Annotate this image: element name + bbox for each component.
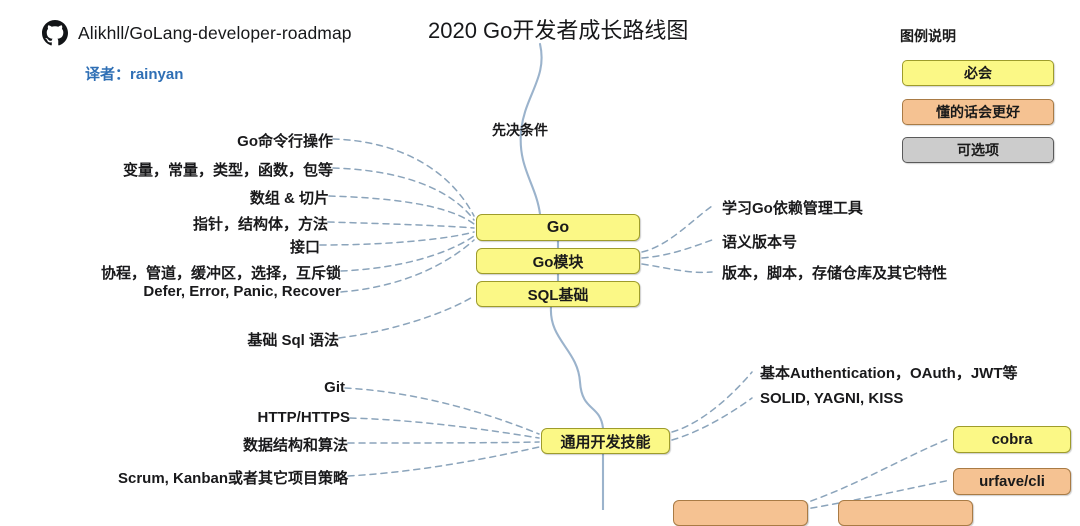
leaf-skill-left-2: HTTP/HTTPS <box>257 409 351 426</box>
node-urfave-cli-label: urfave/cli <box>979 473 1045 490</box>
leaf-go-topic-1: Go命令行操作 <box>237 133 333 150</box>
leaf-go-topic-3: 数组 & 切片 <box>249 190 329 207</box>
node-go-modules-label: Go模块 <box>532 253 584 271</box>
page-title: 2020 Go开发者成长路线图 <box>428 18 689 43</box>
leaf-skill-left-1: Git <box>324 379 345 396</box>
dash-skill-l3 <box>347 441 540 444</box>
legend-item-nice-to-have-label: 懂的话会更好 <box>936 104 1020 120</box>
leaf-skill-left-4: Scrum, Kanban或者其它项目策略 <box>117 470 348 487</box>
node-go[interactable]: Go <box>476 214 640 241</box>
leaf-go-topic-2: 变量，常量，类型，函数，包等 <box>122 162 333 179</box>
node-clipped-a[interactable] <box>673 500 808 526</box>
dash-go-7 <box>340 239 475 293</box>
repo-header: Alikhll/GoLang-developer-roadmap <box>42 20 352 46</box>
prerequisite-label: 先决条件 <box>492 122 548 138</box>
leaf-skill-right-1: 基本Authentication，OAuth，JWT等 <box>760 365 1018 382</box>
dash-gomod-r3 <box>641 263 713 274</box>
dash-gomod-r2 <box>641 239 713 259</box>
legend-item-required-label: 必会 <box>964 65 992 81</box>
node-general-dev-skills[interactable]: 通用开发技能 <box>541 428 670 454</box>
node-cobra-label: cobra <box>991 431 1033 448</box>
dash-go-5 <box>319 231 475 246</box>
leaf-gomod-topic-3: 版本，脚本，存储仓库及其它特性 <box>722 265 948 282</box>
legend-title: 图例说明 <box>900 28 956 44</box>
node-sql-basics[interactable]: SQL基础 <box>476 281 640 307</box>
node-go-label: Go <box>546 218 570 236</box>
node-go-modules[interactable]: Go模块 <box>476 248 640 274</box>
node-general-dev-skills-label: 通用开发技能 <box>560 433 651 451</box>
legend-item-optional-label: 可选项 <box>957 142 999 158</box>
legend-item-optional: 可选项 <box>902 137 1054 163</box>
leaf-go-topic-7: Defer, Error, Panic, Recover <box>143 283 341 300</box>
legend-item-required: 必会 <box>902 60 1054 86</box>
repo-name[interactable]: Alikhll/GoLang-developer-roadmap <box>78 22 352 43</box>
dash-go-2 <box>332 167 475 221</box>
dash-sql-1 <box>338 295 475 339</box>
node-sql-basics-label: SQL基础 <box>527 286 589 304</box>
node-urfave-cli[interactable]: urfave/cli <box>953 468 1071 495</box>
leaf-sql-topic-1: 基础 Sql 语法 <box>247 332 339 349</box>
dash-skill-l1 <box>344 387 540 435</box>
dash-skill-l2 <box>349 417 540 439</box>
legend-item-nice-to-have: 懂的话会更好 <box>902 99 1054 125</box>
leaf-skill-left-3: 数据结构和算法 <box>242 437 348 454</box>
node-cobra[interactable]: cobra <box>953 426 1071 453</box>
leaf-skill-right-2: SOLID, YAGNI, KISS <box>760 390 904 407</box>
leaf-gomod-topic-1: 学习Go依赖管理工具 <box>722 200 863 217</box>
dash-skill-r1 <box>671 371 753 433</box>
github-icon <box>42 20 68 46</box>
node-clipped-b[interactable] <box>838 500 973 526</box>
roadmap-canvas: Alikhll/GoLang-developer-roadmap 译者：rain… <box>42 18 1071 526</box>
dash-go-1 <box>332 138 475 217</box>
leaf-go-topic-6: 协程，管道，缓冲区，选择，互斥锁 <box>100 265 341 282</box>
dash-go-3 <box>328 195 475 225</box>
dash-go-6 <box>340 235 475 272</box>
translator-credit[interactable]: 译者：rainyan <box>85 66 184 83</box>
leaf-go-topic-5: 接口 <box>289 239 320 256</box>
spine-sql-skills <box>549 305 605 430</box>
dash-cobra <box>789 437 952 509</box>
leaf-go-topic-4: 指针，结构体，方法 <box>192 216 328 233</box>
dash-skill-r2 <box>671 397 753 441</box>
dash-go-4 <box>327 221 475 229</box>
leaf-gomod-topic-2: 语义版本号 <box>722 234 798 251</box>
dash-gomod-r1 <box>641 205 713 253</box>
dash-skill-l4 <box>347 446 540 477</box>
